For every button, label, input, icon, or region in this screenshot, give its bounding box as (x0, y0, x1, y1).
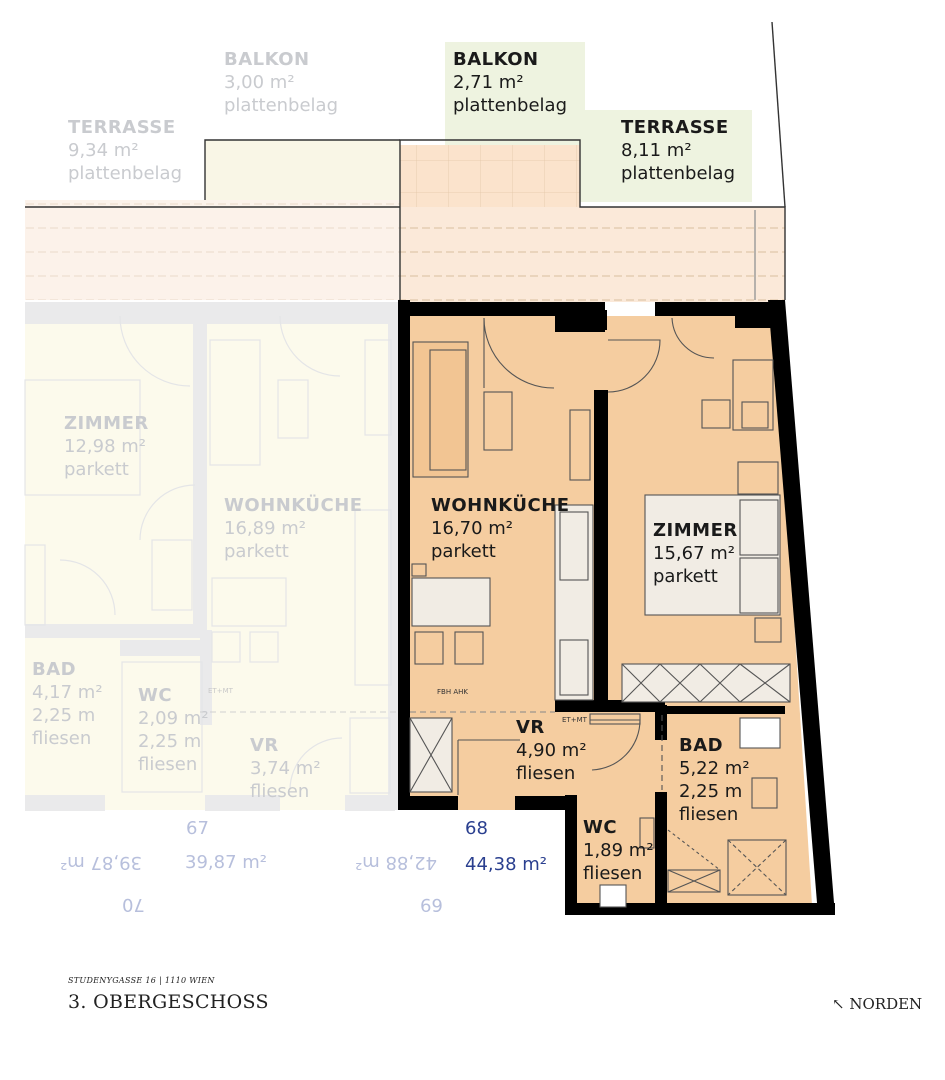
room-height: 2,25 m (32, 705, 96, 726)
room-label-wc-left: WC 2,09 m² 2,25 m fliesen (138, 684, 209, 776)
fbh-label-main: FBH AHK (437, 688, 468, 696)
room-name: TERRASSE (621, 117, 729, 138)
room-area: 16,70 m² (431, 518, 514, 539)
unit-number-70: 70 (122, 894, 145, 915)
unit-number-69: 69 (420, 894, 443, 915)
terrace-highlight (580, 110, 752, 202)
room-material: plattenbelag (453, 95, 568, 116)
room-material: parkett (653, 566, 718, 587)
et-mt-label-left: ET+MT (208, 687, 234, 695)
room-material: parkett (431, 541, 496, 562)
room-name: VR (250, 735, 279, 756)
neighbour-balcony (205, 140, 400, 200)
room-label-zimmer-main: ZIMMER 15,67 m² parkett (653, 519, 738, 588)
room-area: 4,17 m² (32, 682, 103, 703)
room-label-bad-main: BAD 5,22 m² 2,25 m fliesen (679, 734, 750, 826)
unit-area-70: 39,87 m² (60, 852, 143, 873)
main-walls (398, 300, 835, 915)
et-mt-label: ET+MT (562, 716, 588, 724)
room-area: 5,22 m² (679, 758, 750, 779)
room-name: WC (138, 685, 173, 706)
room-name: TERRASSE (68, 117, 176, 138)
room-name: ZIMMER (64, 413, 149, 434)
room-area: 2,71 m² (453, 72, 524, 93)
room-material: fliesen (250, 781, 310, 802)
room-area: 12,98 m² (64, 436, 147, 457)
room-name: ZIMMER (653, 520, 738, 541)
room-material: fliesen (32, 728, 92, 749)
room-name: BAD (32, 659, 77, 680)
unit-number-68: 68 (465, 818, 488, 839)
room-material: plattenbelag (621, 163, 736, 184)
room-material: parkett (64, 459, 129, 480)
room-material: fliesen (138, 754, 198, 775)
unit-area-67: 39,87 m² (185, 852, 268, 873)
room-area: 3,00 m² (224, 72, 295, 93)
room-name: WOHNKÜCHE (224, 495, 363, 516)
north-label: NORDEN (849, 995, 923, 1013)
room-material: fliesen (679, 804, 739, 825)
unit-area-68: 44,38 m² (465, 854, 548, 875)
room-height: 2,25 m (138, 731, 202, 752)
room-material: parkett (224, 541, 289, 562)
unit-number-67: 67 (186, 818, 209, 839)
room-area: 1,89 m² (583, 840, 654, 861)
room-label-wc-main: WC 1,89 m² fliesen (583, 816, 654, 885)
room-area: 3,74 m² (250, 758, 321, 779)
neighbour-unit (24, 140, 400, 811)
room-label-wohnkueche-left: WOHNKÜCHE 16,89 m² parkett (224, 494, 363, 563)
room-name: BALKON (224, 49, 310, 70)
room-label-wohnkueche-main: WOHNKÜCHE 16,70 m² parkett (431, 494, 570, 563)
room-label-terrasse-main: TERRASSE 8,11 m² plattenbelag (621, 116, 735, 185)
room-material: fliesen (516, 763, 576, 784)
furniture (200, 317, 791, 908)
room-material: plattenbelag (68, 163, 183, 184)
room-area: 4,90 m² (516, 740, 587, 761)
unit-area-69: 42,88 m² (355, 852, 438, 873)
north-arrow-icon: ↖ (832, 995, 845, 1013)
room-height: 2,25 m (679, 781, 743, 802)
room-label-vr-main: VR 4,90 m² fliesen (516, 716, 587, 785)
room-label-vr-left: VR 3,74 m² fliesen (250, 734, 321, 803)
room-name: VR (516, 717, 545, 738)
room-material: fliesen (583, 863, 643, 884)
room-label-terrasse-left: TERRASSE 9,34 m² plattenbelag (68, 116, 182, 185)
room-label-zimmer-left: ZIMMER 12,98 m² parkett (64, 412, 149, 481)
floor-title: 3. OBERGESCHOSS (68, 991, 269, 1013)
room-area: 9,34 m² (68, 140, 139, 161)
room-label-bad-left: BAD 4,17 m² 2,25 m fliesen (32, 658, 103, 750)
room-area: 16,89 m² (224, 518, 307, 539)
balcony-highlight (445, 42, 585, 147)
room-name: BAD (679, 735, 724, 756)
room-area: 15,67 m² (653, 543, 736, 564)
room-label-balkon-left: BALKON 3,00 m² plattenbelag (224, 48, 338, 117)
main-floor (408, 316, 812, 905)
room-label-balkon-main: BALKON 2,71 m² plattenbelag (453, 48, 567, 117)
room-name: BALKON (453, 49, 539, 70)
room-area: 8,11 m² (621, 140, 692, 161)
address-line: STUDENYGASSE 16 | 1110 WIEN (68, 976, 215, 985)
north-indicator: ↖ NORDEN (832, 995, 922, 1013)
room-area: 2,09 m² (138, 708, 209, 729)
room-material: plattenbelag (224, 95, 339, 116)
room-name: WC (583, 817, 618, 838)
room-name: WOHNKÜCHE (431, 495, 570, 516)
